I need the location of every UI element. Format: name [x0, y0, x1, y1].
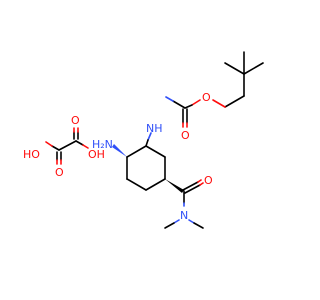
amide-c-o-double-2b [199, 182, 204, 186]
ring-bond-6 [126, 145, 147, 158]
oxalic-ho-left-label: HO [23, 148, 40, 161]
ester-o-c-bond [184, 104, 193, 109]
ester-o-c-bond-o [191, 99, 201, 106]
oxalic-c-oh-bond [75, 140, 84, 146]
main-molecule: O O NH H₂N O N [92, 51, 264, 229]
nh-c1-bond [145, 139, 149, 147]
carbamate-c-n-bond [172, 100, 186, 109]
amide-c-o-double-1 [182, 181, 199, 191]
amide-c-o-double-1b [197, 179, 202, 183]
oxalic-o-bottom-label: O [55, 166, 64, 179]
oxalic-c-ho-bond [51, 145, 60, 151]
tbu-c-ch3-right [243, 62, 264, 75]
ester-o-label: O [202, 91, 211, 104]
ring-bond-4 [126, 178, 147, 191]
tbu-c-ch3-left [224, 62, 245, 75]
amide-n-label: N [180, 209, 188, 222]
amide-n-methyl-left [164, 222, 175, 229]
ring-bond-3 [145, 178, 166, 191]
amide-wedge-bond [165, 179, 184, 193]
oxalic-c-ho-bond-o [45, 141, 53, 147]
oxalic-oh-right-label: OH [88, 148, 105, 161]
tbu-c-o-bond [224, 95, 245, 108]
structure-diagram: HO O O OH O O NH [23, 51, 264, 229]
nh-c1-bond-n [147, 132, 152, 141]
amine-wedge-bond [112, 144, 127, 157]
oxalic-c-oh-bond-o [82, 144, 89, 149]
amide-c-o-double-2 [184, 184, 201, 194]
oxalic-c-c-bond [58, 140, 77, 151]
carbamate-c-n-bond-n [165, 96, 174, 102]
amide-n-methyl-right [193, 222, 204, 229]
carbamate-nh-label: NH [146, 122, 163, 135]
ester-o-bond-o [212, 99, 226, 108]
oxalic-o-top-label: O [71, 114, 80, 127]
carbamate-o-label: O [181, 129, 190, 142]
ring-bond-1 [145, 145, 166, 158]
oxalic-acid: HO O O OH [23, 114, 105, 179]
amine-h2n-label: H₂N [92, 138, 113, 151]
molecule-canvas: HO O O OH O O NH [23, 51, 264, 229]
amide-o-label: O [204, 174, 213, 187]
amide-n-methyl-left-n [173, 219, 180, 224]
amide-n-methyl-right-n [188, 219, 195, 224]
